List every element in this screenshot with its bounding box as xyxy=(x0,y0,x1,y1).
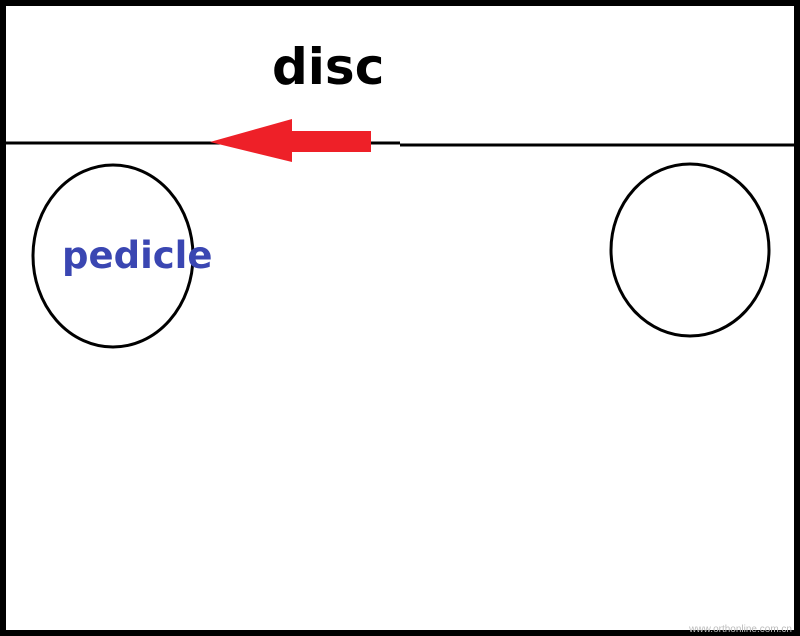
left-arrow-icon xyxy=(210,119,371,162)
watermark: www.orthonline.com.cn xyxy=(689,624,792,635)
disc-label: disc xyxy=(272,38,385,96)
pedicle-label: pedicle xyxy=(62,234,213,277)
left-pedicle-circle xyxy=(31,163,195,349)
right-pedicle-circle xyxy=(609,162,771,338)
